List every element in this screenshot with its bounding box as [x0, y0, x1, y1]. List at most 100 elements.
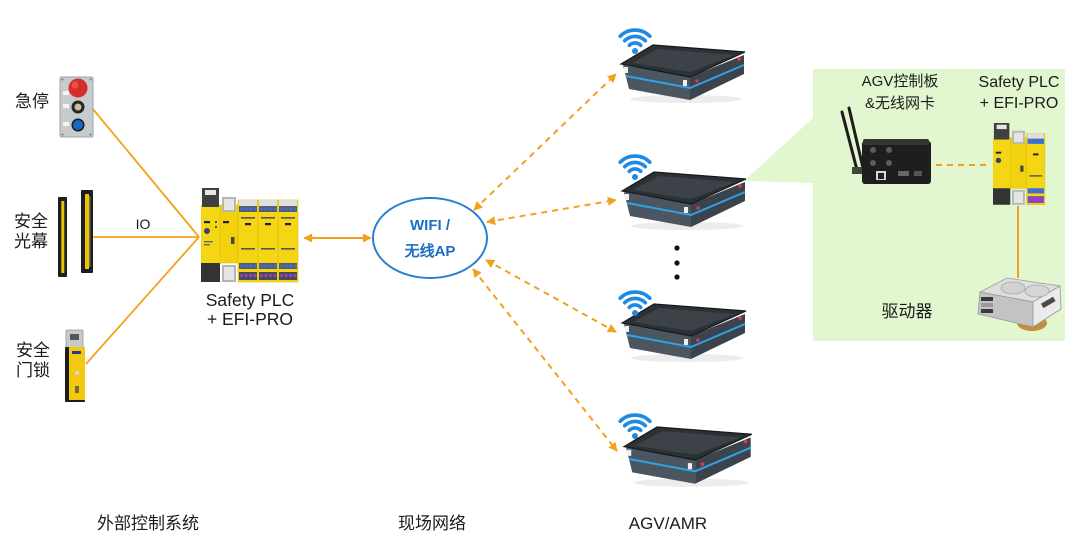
agv-top-plate	[622, 426, 753, 461]
light-curtain-stripe	[85, 194, 89, 269]
io-screw	[249, 274, 252, 277]
door-lock-logo	[72, 351, 81, 354]
agv-light-strip	[625, 64, 745, 90]
antenna	[840, 110, 859, 172]
antenna-base	[852, 167, 864, 174]
column-label-external-control: 外部控制系统	[97, 514, 199, 533]
io-screw	[240, 264, 243, 268]
drive-side-face	[1032, 285, 1062, 328]
agv-bumper-light	[683, 80, 687, 86]
io-leds	[281, 248, 295, 250]
button-highlight	[71, 81, 79, 89]
plc-led	[215, 221, 217, 223]
label-plate	[63, 122, 69, 126]
io-screw	[273, 264, 277, 268]
io-screw	[293, 207, 297, 211]
agv-indicator-light	[738, 316, 742, 320]
wifi-icon	[618, 413, 652, 439]
link-ap-to-agv-1	[473, 73, 617, 211]
plc-marking	[204, 244, 210, 246]
io-body	[1026, 133, 1046, 205]
plc-knob	[995, 157, 1002, 164]
plc-bottom-terminal	[201, 263, 220, 282]
plc-knob	[204, 228, 210, 234]
agv-light-strip	[626, 323, 746, 349]
plc-module-main	[201, 205, 220, 263]
ethernet-port-inner	[878, 173, 884, 179]
io-label-strip	[239, 200, 257, 206]
connector	[886, 147, 892, 153]
agv-bumper-light	[627, 449, 632, 456]
wifi-arc	[627, 426, 643, 433]
label-line: Safety PLC	[205, 290, 295, 310]
io-leds	[1029, 175, 1043, 177]
io-screw	[244, 274, 248, 277]
link-ap-to-agv-2	[486, 196, 617, 226]
agv-controller-label: AGV控制板 &无线网卡	[862, 71, 939, 115]
io-leds	[241, 217, 255, 219]
label-line: 光幕	[14, 232, 48, 251]
label-line: + EFI-PRO	[979, 95, 1059, 112]
plc-module-main	[993, 137, 1011, 189]
io-leds	[261, 248, 275, 250]
io-screw	[253, 264, 257, 268]
io-screw	[264, 264, 268, 268]
plc-logo	[223, 221, 229, 224]
agv-top-gloss	[632, 49, 734, 72]
drive-connector	[981, 303, 993, 307]
io-screw	[273, 274, 277, 277]
wifi-arc	[618, 413, 652, 423]
label-plate	[63, 91, 69, 95]
io-terminal-aux	[1027, 196, 1044, 204]
io-body	[277, 199, 299, 283]
key-switch-core	[74, 103, 82, 111]
screw	[61, 78, 64, 81]
label-line: 急停	[15, 92, 49, 111]
io-screw	[280, 207, 283, 211]
io-screw	[249, 264, 252, 268]
io-terminal-bottom	[1027, 188, 1044, 194]
plc-logo	[995, 151, 1002, 154]
io-screw	[264, 274, 268, 277]
io-port	[914, 171, 922, 176]
wifi-arc	[622, 160, 648, 169]
label-line: WIFI /	[410, 217, 450, 234]
light-curtain-stripe	[61, 201, 65, 273]
ellipsis-dot	[674, 260, 680, 266]
agv-bumper-light	[684, 339, 688, 345]
agv-top-gloss	[633, 176, 735, 199]
io-terminal-aux	[239, 272, 257, 280]
io-terminal-bottom	[259, 263, 277, 269]
agv-light-strip	[628, 446, 752, 473]
plc-logo	[285, 223, 291, 226]
agv-indicator-light	[737, 57, 741, 61]
light-curtain-window	[89, 196, 91, 267]
plc-module-gateway	[1010, 137, 1027, 189]
connector	[870, 147, 876, 153]
io-terminal-top	[239, 206, 257, 212]
plc-switch	[231, 237, 235, 244]
wifi-arc	[622, 296, 648, 305]
safety-plc-label: Safety PLC + EFI-PRO	[206, 291, 295, 329]
door-lock-release	[75, 386, 79, 393]
plc-logo	[265, 223, 271, 226]
ellipsis-dot	[674, 274, 680, 280]
plc-port-top-inner	[1013, 132, 1024, 143]
plc-io-module	[277, 199, 299, 283]
io-screw	[240, 207, 243, 211]
wifi-arc	[618, 28, 652, 38]
mushroom-stop-button	[68, 78, 88, 98]
wifi-icon	[618, 290, 652, 316]
link-ap-to-agv-4	[472, 268, 618, 452]
io-screw	[244, 207, 248, 211]
io-body	[237, 199, 259, 283]
io-port	[898, 171, 909, 176]
blue-button-cap	[73, 120, 83, 130]
agv-indicator-light	[700, 462, 705, 466]
io-screw	[253, 274, 257, 277]
agv-indicator-light	[738, 184, 742, 188]
agv-safety-plc-device	[993, 123, 1046, 205]
wifi-dot	[632, 310, 638, 316]
